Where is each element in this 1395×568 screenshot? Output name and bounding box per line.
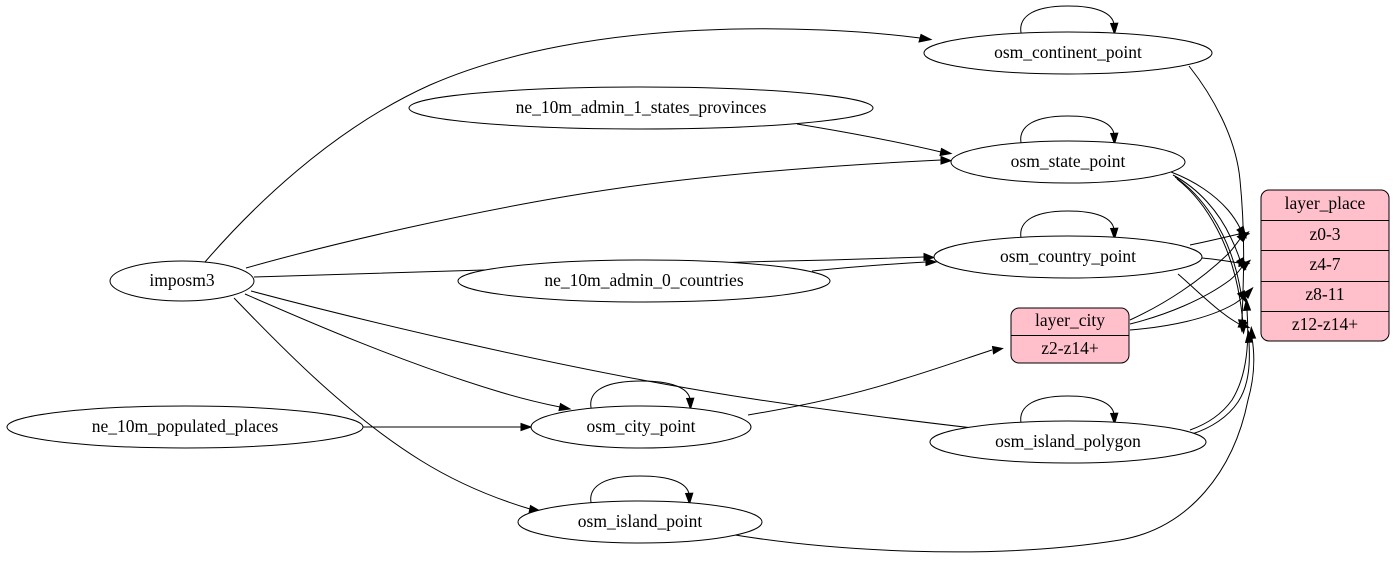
node-layer-place[interactable]: layer_place z0-3 z4-7 z8-11 z12-z14+: [1260, 189, 1390, 342]
edge-osm-island-polygon-to-layer-place-z8-11: [1189, 297, 1252, 431]
node-osm-continent-point-label: osm_continent_point: [994, 42, 1142, 62]
node-osm-island-polygon[interactable]: osm_island_polygon: [929, 420, 1207, 464]
node-ne-admin0-label: ne_10m_admin_0_countries: [544, 270, 743, 290]
node-ne-10m-populated-places[interactable]: ne_10m_populated_places: [6, 405, 364, 449]
edge-imposm3-to-osm-state-point: [245, 155, 953, 269]
layer-place-row-z8-11[interactable]: z8-11: [1305, 284, 1344, 304]
node-osm-country-point-label: osm_country_point: [1000, 246, 1136, 266]
node-osm-city-point-label: osm_city_point: [587, 416, 696, 436]
layer-place-title: layer_place: [1285, 193, 1366, 213]
node-osm-state-point[interactable]: osm_state_point: [950, 140, 1186, 184]
node-osm-island-polygon-label: osm_island_polygon: [995, 431, 1141, 451]
node-osm-island-point[interactable]: osm_island_point: [517, 500, 763, 544]
layer-place-row-z4-7[interactable]: z4-7: [1309, 254, 1340, 274]
edge-imposm3-to-osm-island-point: [233, 297, 542, 514]
edge-self-loop-osm-country-point: [1020, 210, 1119, 243]
edge-layer-city-to-layer-place-z8-11: [1129, 286, 1254, 331]
layer-city-row-z2-z14[interactable]: z2-z14+: [1041, 338, 1099, 358]
edge-ne-admin0-to-osm-country-point: [811, 257, 938, 272]
edge-layer-city-to-layer-place-z0-3: [1129, 230, 1250, 321]
record-layer: layer_city z2-z14+ layer_place z0-3 z4-7…: [1010, 189, 1390, 364]
edge-osm-city-point-to-layer-city-z2: [747, 345, 1004, 416]
edge-ne-admin1-to-osm-state-point: [796, 123, 953, 157]
edge-osm-island-point-to-layer-place-z12: [728, 325, 1257, 553]
node-osm-continent-point[interactable]: osm_continent_point: [923, 31, 1213, 75]
edge-self-loop-osm-state-point: [1020, 115, 1119, 148]
edge-self-loop-osm-island-point: [590, 475, 694, 508]
edge-self-loop-osm-city-point: [590, 380, 695, 413]
node-ne-populated-label: ne_10m_populated_places: [92, 416, 279, 436]
node-osm-country-point[interactable]: osm_country_point: [933, 235, 1203, 279]
node-ne-10m-admin-1-states-provinces[interactable]: ne_10m_admin_1_states_provinces: [408, 86, 874, 130]
layer-place-row-z0-3[interactable]: z0-3: [1309, 224, 1340, 244]
node-imposm3-label: imposm3: [149, 270, 214, 290]
node-osm-state-point-label: osm_state_point: [1011, 151, 1126, 171]
node-imposm3[interactable]: imposm3: [109, 260, 255, 302]
node-osm-island-point-label: osm_island_point: [578, 511, 703, 531]
edge-osm-state-point-to-layer-place-z8-11: [1174, 176, 1247, 304]
edge-self-loop-osm-continent-point: [1020, 5, 1119, 38]
edge-imposm3-to-osm-city-point: [244, 293, 572, 412]
edge-layer-city-to-layer-place-z4-7: [1129, 259, 1252, 325]
layer-city-title: layer_city: [1035, 310, 1105, 330]
node-layer: imposm3 ne_10m_admin_1_states_provinces …: [6, 31, 1213, 544]
edge-ne-populated-to-osm-city-point: [363, 422, 533, 432]
node-layer-city[interactable]: layer_city z2-z14+: [1010, 307, 1130, 364]
edge-imposm3-to-osm-continent-point: [204, 28, 933, 263]
edge-self-loop-osm-island-polygon: [1020, 395, 1119, 428]
node-osm-city-point[interactable]: osm_city_point: [530, 405, 752, 449]
layer-place-row-z12-z14[interactable]: z12-z14+: [1292, 314, 1358, 334]
node-ne-10m-admin-0-countries[interactable]: ne_10m_admin_0_countries: [457, 259, 831, 303]
node-ne-admin1-label: ne_10m_admin_1_states_provinces: [516, 97, 767, 117]
